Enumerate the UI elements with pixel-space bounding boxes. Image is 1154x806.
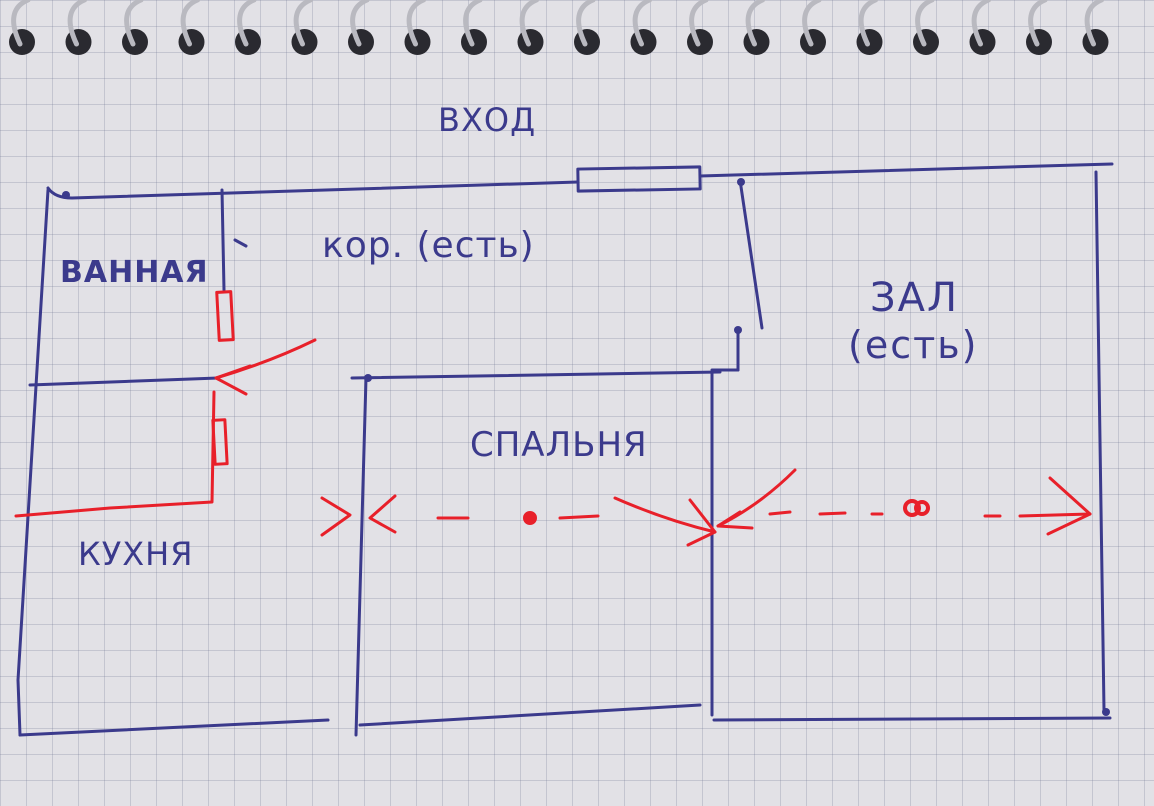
spiral-ring (802, 0, 822, 47)
corridor-label: кор. (есть) (322, 225, 535, 266)
spiral-ring (971, 0, 991, 47)
spiral-ring (293, 0, 313, 47)
entrance-label: ВХОД (438, 101, 537, 139)
spiral-ring (180, 0, 200, 47)
wall-bedroom-top (350, 370, 722, 380)
kitchen-label: КУХНЯ (78, 535, 194, 573)
wall-left (16, 188, 50, 737)
wall-corner-dot (737, 178, 745, 186)
wall-corner-dot (364, 374, 372, 382)
bathroom-wall-segment-marker (215, 290, 235, 342)
spiral-ring (463, 0, 483, 47)
spiral-ring (237, 0, 257, 47)
dash (613, 496, 717, 534)
hall-center-dot-inner (914, 500, 930, 516)
wall-corner-dot (62, 191, 70, 199)
arrow-bedroom-left-outer (320, 496, 352, 537)
dash (818, 511, 847, 516)
wall-hall-right (1094, 170, 1106, 712)
spiral-ring (915, 0, 935, 47)
spiral-ring (858, 0, 878, 47)
wall-hall-bottom (712, 716, 1112, 722)
entrance-door-frame (576, 165, 702, 193)
spiral-ring (11, 0, 31, 47)
bedroom-label: СПАЛЬНЯ (470, 425, 648, 465)
spiral-ring (1028, 0, 1048, 47)
bathroom-label: ВАННАЯ (60, 255, 209, 290)
wall-top-left (46, 180, 580, 200)
spiral-ring (576, 0, 596, 47)
wall-corner-dot (1102, 708, 1110, 716)
spiral-ring (350, 0, 370, 47)
spiral-ring (745, 0, 765, 47)
arrow-left-head (214, 364, 252, 396)
spiral-ring (689, 0, 709, 47)
wall-removal-line (14, 390, 216, 518)
hall-center-dot (903, 499, 921, 517)
spiral-ring (406, 0, 426, 47)
spiral-ring (632, 0, 652, 47)
wall-bedroom-left (354, 376, 368, 737)
dash (1018, 512, 1092, 518)
arrow-bedroom-left-inner (368, 494, 397, 534)
notebook-spiral (9, 0, 1109, 55)
hall-label: ЗАЛ (870, 275, 960, 321)
spiral-ring (519, 0, 539, 47)
wall-bathroom-bottom (28, 376, 220, 387)
wall-corridor-hall (738, 178, 764, 330)
arrow-hall-left-head (716, 510, 754, 530)
hall-note-label: (есть) (848, 323, 979, 367)
arrow-bedroom-right-head (686, 498, 717, 547)
kitchen-wall-segment-marker (211, 418, 229, 466)
wall-corner-dot (734, 326, 742, 334)
wall-bedroom-bottom (358, 703, 702, 727)
wall-bathroom-corridor (220, 188, 226, 292)
dash (768, 510, 792, 516)
arrow-hall-right-head (1046, 476, 1092, 536)
wall-top-right (698, 162, 1114, 178)
bathroom-door-mark (233, 238, 248, 248)
spiral-ring (1084, 0, 1104, 47)
wall-bottom-left (18, 718, 330, 737)
spiral-ring (67, 0, 87, 47)
spiral-ring (124, 0, 144, 47)
dash (558, 514, 600, 520)
bedroom-center-dot (523, 511, 537, 525)
